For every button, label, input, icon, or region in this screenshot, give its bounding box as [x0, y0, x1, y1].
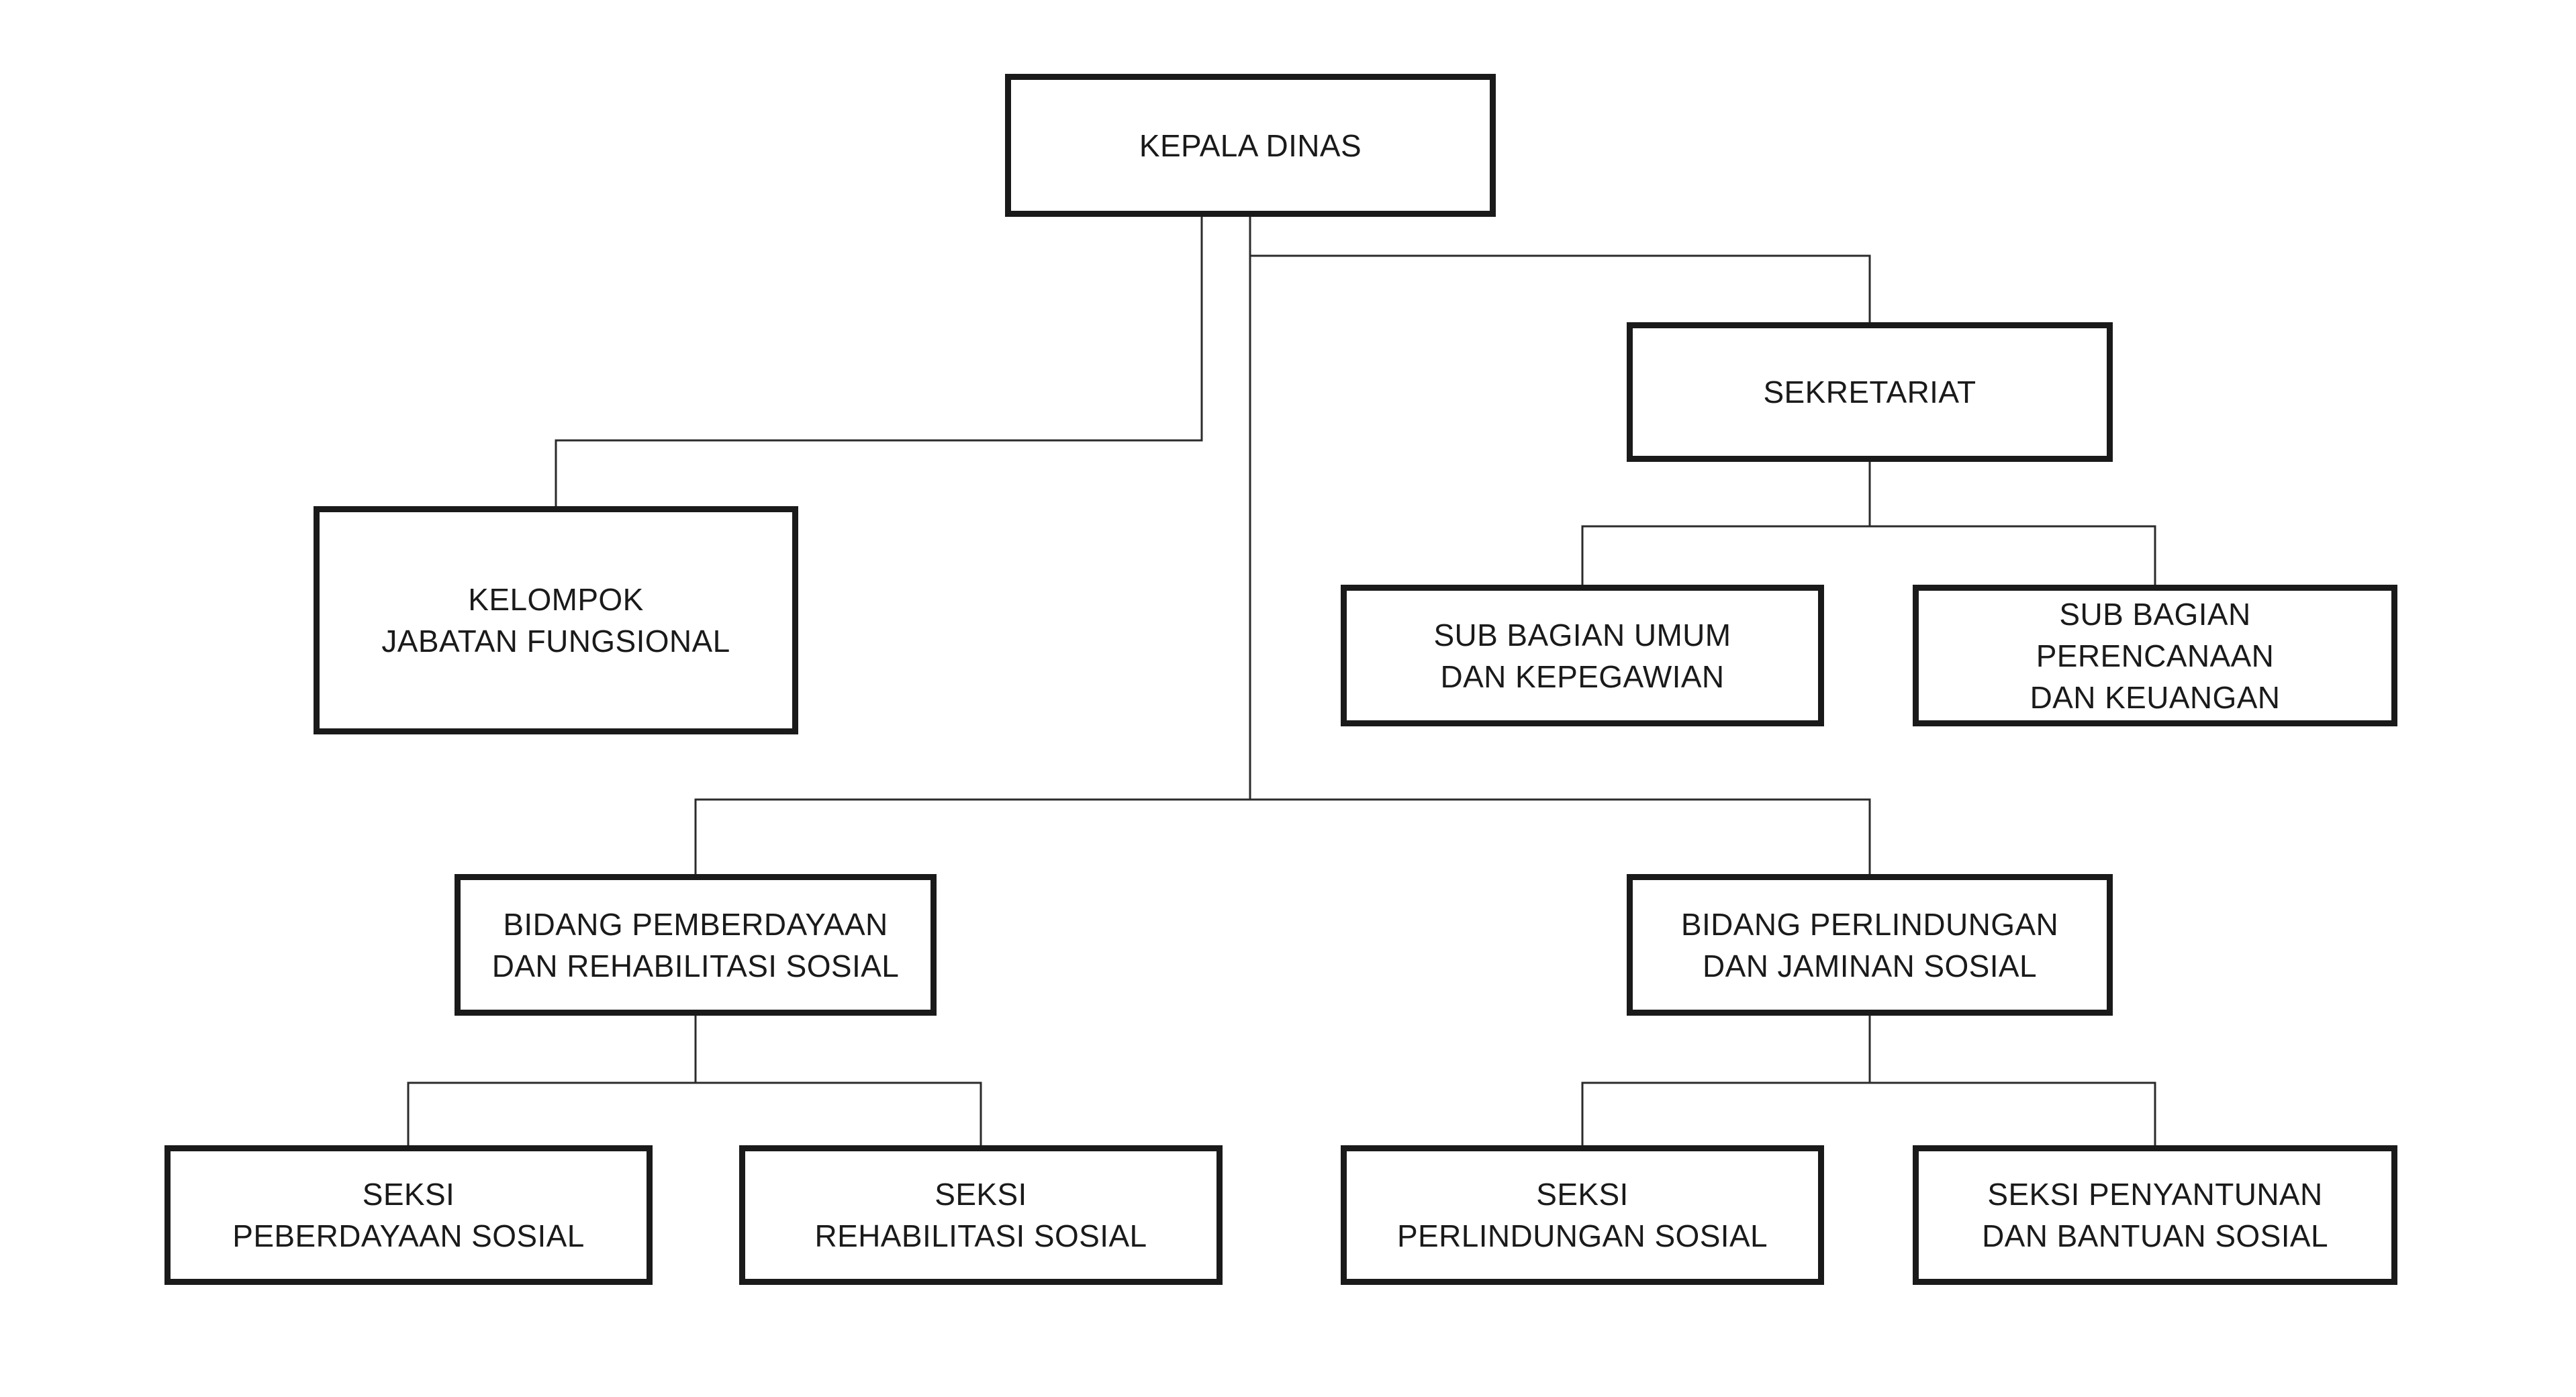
org-node-seksi-perlindungan: SEKSI PERLINDUNGAN SOSIAL	[1341, 1145, 1824, 1285]
org-node-label: SEKSI	[935, 1177, 1027, 1212]
org-node-label: SEKRETARIAT	[1763, 375, 1976, 410]
org-node-kelompok-jabatan-fungsional: KELOMPOK JABATAN FUNGSIONAL	[314, 506, 798, 734]
connector-kepala-to-kelompok	[555, 217, 1203, 506]
org-node-sub-bagian-umum: SUB BAGIAN UMUM DAN KEPEGAWIAN	[1341, 585, 1824, 726]
org-node-label: BIDANG PEMBERDAYAAN	[503, 906, 888, 942]
org-node-label: DAN BANTUAN SOSIAL	[1982, 1218, 2328, 1253]
org-node-label: KEPALA DINAS	[1139, 128, 1362, 163]
org-node-sub-bagian-perencanaan: SUB BAGIAN PERENCANAAN DAN KEUANGAN	[1913, 585, 2397, 726]
connector-bidang-perlindungan-to-seksi	[1581, 1081, 2156, 1145]
connector-sekretariat-to-subbagian	[1581, 525, 2156, 585]
org-node-label: KELOMPOK	[468, 582, 644, 617]
org-node-bidang-perlindungan: BIDANG PERLINDUNGAN DAN JAMINAN SOSIAL	[1627, 874, 2113, 1016]
org-node-label: JABATAN FUNGSIONAL	[381, 624, 730, 659]
org-node-bidang-pemberdayaan: BIDANG PEMBERDAYAAN DAN REHABILITASI SOS…	[455, 874, 937, 1016]
org-node-seksi-penyantunan: SEKSI PENYANTUNAN DAN BANTUAN SOSIAL	[1913, 1145, 2397, 1285]
connector-bidang-pemberdayaan-to-seksi	[407, 1081, 982, 1145]
org-node-sekretariat: SEKRETARIAT	[1627, 322, 2113, 462]
org-node-label: SEKSI PENYANTUNAN	[1987, 1177, 2323, 1212]
org-node-label: DAN JAMINAN SOSIAL	[1703, 948, 2037, 983]
org-node-label: DAN KEPEGAWIAN	[1440, 659, 1725, 694]
org-node-kepala-dinas: KEPALA DINAS	[1005, 74, 1496, 217]
org-node-label: SUB BAGIAN UMUM	[1433, 617, 1731, 653]
org-node-label: SEKSI	[362, 1177, 455, 1212]
org-node-label: DAN KEUANGAN	[2030, 679, 2281, 715]
org-node-label: SEKSI	[1536, 1177, 1629, 1212]
org-node-label: SUB BAGIAN	[2059, 596, 2251, 632]
org-node-label: PERLINDUNGAN SOSIAL	[1396, 1218, 1768, 1253]
org-node-label: PERENCANAAN	[2036, 638, 2275, 673]
org-node-label: DAN REHABILITASI SOSIAL	[491, 948, 900, 983]
org-node-seksi-peberdayaan: SEKSI PEBERDAYAAN SOSIAL	[164, 1145, 653, 1285]
org-node-label: BIDANG PERLINDUNGAN	[1680, 906, 2059, 942]
org-node-seksi-rehabilitasi: SEKSI REHABILITASI SOSIAL	[739, 1145, 1223, 1285]
connector-kepala-to-bidang	[694, 798, 1871, 874]
org-node-label: REHABILITASI SOSIAL	[814, 1218, 1147, 1253]
org-node-label: PEBERDAYAAN SOSIAL	[232, 1218, 585, 1253]
connector-kepala-to-sekretariat	[1250, 254, 1871, 322]
